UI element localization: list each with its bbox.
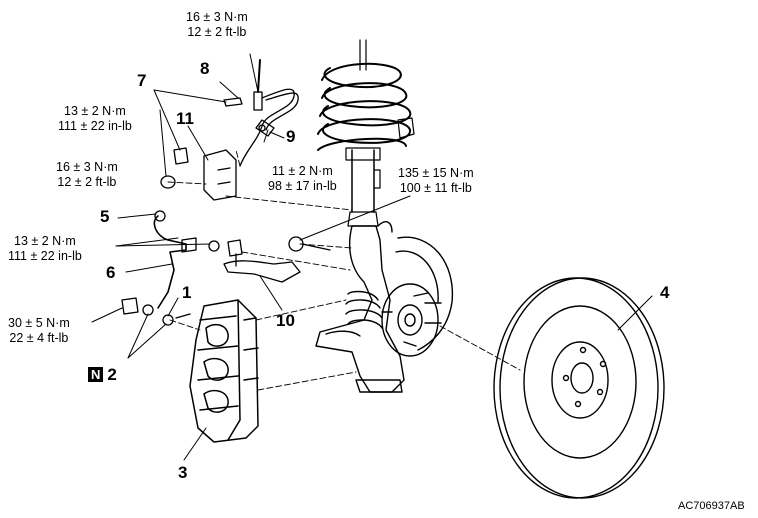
callout-2-number: 2: [107, 365, 117, 384]
torque-metric: 30 ± 5 N·m: [8, 316, 70, 330]
callout-4: 4: [660, 283, 670, 302]
hub-assembly: [345, 236, 454, 357]
torque-imperial: 22 ± 4 ft-lb: [9, 331, 69, 345]
torque-imperial: 12 ± 2 ft-lb: [187, 25, 247, 39]
torque-imperial: 12 ± 2 ft-lb: [57, 175, 117, 189]
callout-7: 7: [137, 71, 147, 90]
callout-11: 11: [176, 109, 194, 128]
steering-knuckle: [315, 221, 405, 393]
callout-8: 8: [200, 59, 210, 78]
callout-6: 6: [106, 263, 116, 282]
brake-line-parts: [121, 59, 331, 326]
new-part-badge: N: [88, 367, 104, 382]
torque-imperial: 111 ± 22 in-lb: [8, 249, 82, 263]
coil-spring: [317, 62, 412, 151]
torque-label-caliper-bolt: 30 ± 5 N·m 22 ± 4 ft-lb: [8, 316, 70, 346]
torque-metric: 13 ± 2 N·m: [14, 234, 76, 248]
brake-rotor: [493, 277, 665, 499]
torque-metric: 11 ± 2 N·m: [271, 164, 333, 178]
callout-1: 1: [182, 283, 192, 302]
torque-metric: 135 ± 15 N·m: [398, 166, 474, 180]
callout-10: 10: [276, 311, 295, 330]
assembly-guide-lines: [167, 149, 521, 391]
brake-caliper: [189, 299, 259, 443]
torque-metric: 16 ± 3 N·m: [56, 160, 118, 174]
torque-label-flare-nut: 16 ± 3 N·m 12 ± 2 ft-lb: [56, 160, 118, 190]
torque-imperial: 98 ± 17 in-lb: [268, 179, 337, 193]
callout-9: 9: [286, 127, 296, 146]
torque-imperial: 111 ± 22 in-lb: [58, 119, 132, 133]
leader-lines: [91, 53, 653, 461]
torque-metric: 16 ± 3 N·m: [186, 10, 248, 24]
torque-label-sensor-bolt: 11 ± 2 N·m 98 ± 17 in-lb: [268, 164, 337, 194]
torque-label-hose-bracket: 13 ± 2 N·m 111 ± 22 in-lb: [8, 234, 82, 264]
torque-label-hose-top: 16 ± 3 N·m 12 ± 2 ft-lb: [186, 10, 248, 40]
callout-3: 3: [178, 463, 188, 482]
torque-metric: 13 ± 2 N·m: [64, 104, 126, 118]
callout-5: 5: [100, 207, 110, 226]
torque-label-bracket-bolt: 13 ± 2 N·m 111 ± 22 in-lb: [58, 104, 132, 134]
torque-label-hub-bolt: 135 ± 15 N·m 100 ± 11 ft-lb: [398, 166, 474, 196]
torque-imperial: 100 ± 11 ft-lb: [399, 181, 472, 195]
strut-assembly: [317, 39, 415, 227]
image-code: AC706937AB: [678, 500, 745, 512]
